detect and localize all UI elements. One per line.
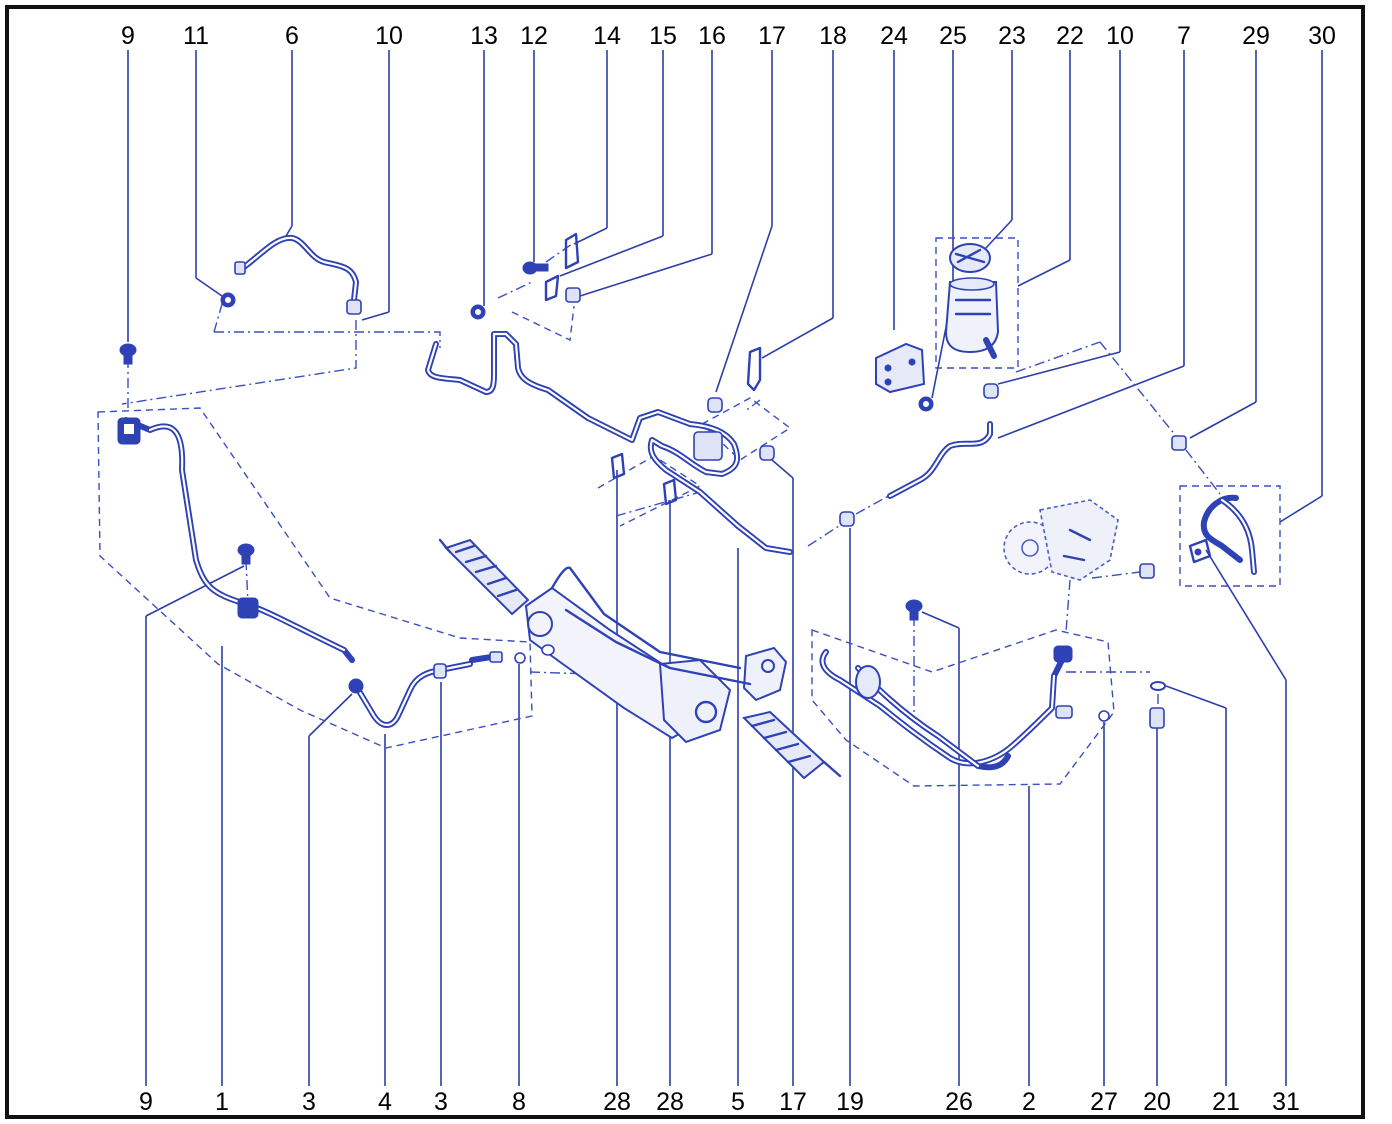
grommet-17-upper <box>707 397 723 413</box>
bracket-14 <box>564 232 580 270</box>
bolt-12 <box>522 261 549 275</box>
top-callout-18: 29 <box>1242 22 1270 50</box>
bottom-callout-6: 8 <box>512 1088 526 1116</box>
bottom-callout-14: 27 <box>1090 1088 1118 1116</box>
reservoir-bracket-24 <box>875 342 926 394</box>
bottom-callout-13: 2 <box>1022 1088 1036 1116</box>
bolt-26 <box>905 599 923 621</box>
diagram-frame <box>5 5 1365 1119</box>
nut-25 <box>918 396 934 412</box>
bracket-15 <box>544 274 560 302</box>
bottom-callout-16: 21 <box>1212 1088 1240 1116</box>
top-callout-6: 12 <box>520 22 548 50</box>
pipe-part-5 <box>425 331 793 555</box>
connection-lines <box>121 243 1221 716</box>
bottom-leader-lines <box>145 459 1287 1086</box>
union-bolt-20 <box>1149 707 1165 729</box>
washer-21 <box>1150 681 1166 691</box>
hose-part-1 <box>117 417 355 663</box>
clip-28-left <box>610 452 626 480</box>
bottom-callout-group: 9 1 3 4 3 8 28 28 5 17 19 26 2 27 20 21 … <box>139 1088 1300 1116</box>
top-callout-2: 11 <box>183 22 209 50</box>
return-hose-30 <box>1200 494 1257 575</box>
hose-clamp-11 <box>220 292 236 308</box>
hose-2-group-outline <box>811 629 1115 787</box>
top-callout-group: 9 11 6 10 13 12 14 15 16 17 18 24 25 23 … <box>121 22 1336 50</box>
top-callout-12: 24 <box>880 22 908 50</box>
top-callout-1: 9 <box>121 22 135 50</box>
bottom-callout-11: 19 <box>836 1088 864 1116</box>
reservoir-group-outline <box>935 237 1019 369</box>
nut-16 <box>565 287 581 303</box>
bottom-callout-8: 28 <box>656 1088 684 1116</box>
steering-rack <box>438 538 842 780</box>
grommet-17-lower <box>759 445 775 461</box>
top-callout-3: 6 <box>285 22 299 50</box>
top-callout-16: 10 <box>1106 22 1134 50</box>
bottom-callout-2: 1 <box>215 1088 229 1116</box>
hose-part-7 <box>887 383 999 499</box>
bottom-callout-4: 4 <box>378 1088 392 1116</box>
top-callout-10: 17 <box>758 22 786 50</box>
reservoir-22 <box>944 277 1000 359</box>
hose-part-4 <box>348 651 526 728</box>
clip-28-right <box>662 478 678 506</box>
bolt-13 <box>470 304 486 320</box>
clamp-19 <box>839 511 855 527</box>
top-callout-19: 30 <box>1308 22 1336 50</box>
bottom-callout-1: 9 <box>139 1088 153 1116</box>
assembly-outlines <box>97 237 1281 787</box>
hose-1-group-outline <box>97 407 533 749</box>
bottom-callout-15: 20 <box>1143 1088 1171 1116</box>
bottom-callout-5: 3 <box>434 1088 448 1116</box>
clip-group-outline <box>700 397 792 461</box>
hose-part-2 <box>819 645 1110 771</box>
bracket-group-outline <box>511 305 575 342</box>
top-callout-8: 15 <box>649 22 677 50</box>
bottom-callout-9: 5 <box>731 1088 745 1116</box>
top-callout-5: 13 <box>470 22 498 50</box>
power-steering-pump <box>1003 499 1155 581</box>
clamp-29 <box>1171 435 1187 451</box>
top-callout-7: 14 <box>593 22 621 50</box>
bottom-callout-7: 28 <box>603 1088 631 1116</box>
top-callout-15: 22 <box>1056 22 1084 50</box>
top-callout-14: 23 <box>998 22 1026 50</box>
top-callout-13: 25 <box>939 22 967 50</box>
top-callout-9: 16 <box>698 22 726 50</box>
bracket-31 <box>1188 538 1212 564</box>
bottom-callout-17: 31 <box>1272 1088 1300 1116</box>
bottom-callout-3: 3 <box>302 1088 316 1116</box>
bolt-9-top <box>119 343 137 365</box>
bolt-9-lower <box>237 543 255 565</box>
clip-18 <box>746 346 762 392</box>
top-leader-lines <box>127 50 1323 523</box>
return-hose-30-box <box>1179 485 1281 587</box>
bottom-callout-10: 17 <box>779 1088 807 1116</box>
top-callout-11: 18 <box>819 22 847 50</box>
reservoir-cap-23 <box>949 243 991 273</box>
hose-part-6 <box>234 234 362 315</box>
bottom-callout-12: 26 <box>945 1088 973 1116</box>
top-callout-17: 7 <box>1177 22 1191 50</box>
top-callout-4: 10 <box>375 22 403 50</box>
